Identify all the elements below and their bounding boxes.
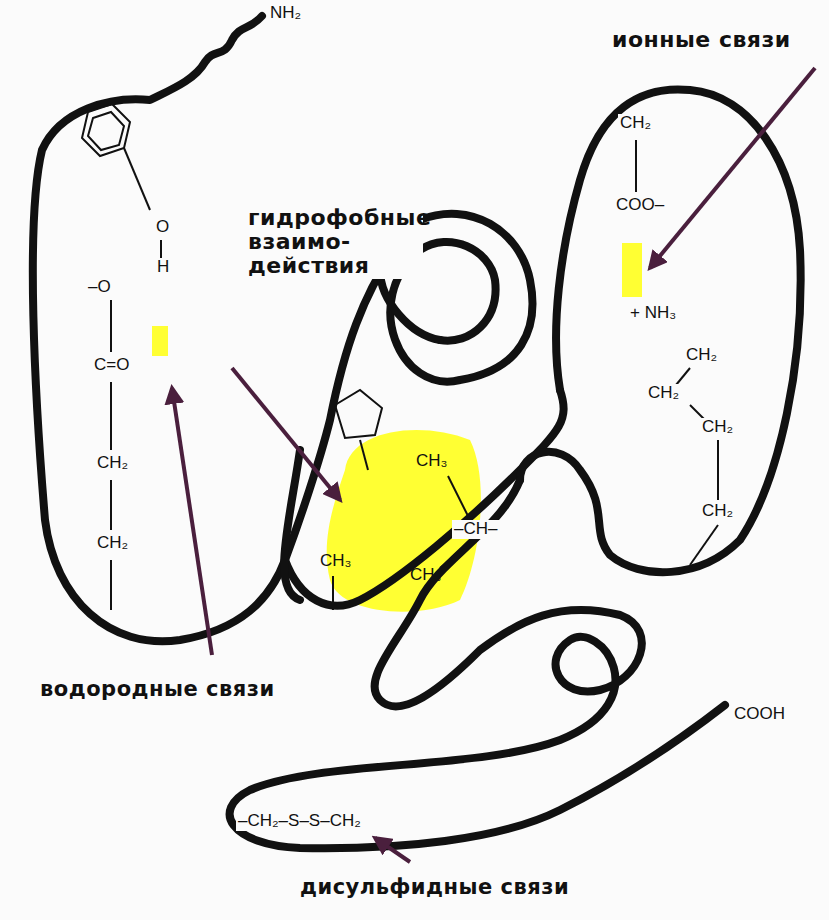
formula-label: CH₃ [414,452,449,471]
chemical-bonds [111,140,718,610]
formula-label: + NH₃ [628,304,678,323]
formula-label: CH₃ [318,552,353,571]
imidazole-ring [335,390,382,470]
formula-label: –CH₂–S–S–CH₂ [236,812,363,831]
terminus-label: NH₂ [268,4,303,23]
formula-label: CH₂ [700,418,735,437]
formula-label: CH₂ [646,384,681,403]
formula-label: O [154,218,171,237]
ionic-highlight [622,243,642,297]
leader-arrows [172,68,815,862]
terminus-label: COOH [732,705,787,724]
formula-label: CH₂ [618,114,653,133]
formula-label: CH₂ [684,346,719,365]
callout-label: ионные связи [612,28,791,52]
formula-label: –CH– [452,520,499,539]
callout-label: дисульфидные связи [300,876,569,899]
formula-label: CH₂ [700,502,735,521]
formula-label: CH₂ [95,534,130,553]
polypeptide-chain [33,16,801,848]
formula-label: C=O [92,356,131,375]
formula-label: –O [86,278,113,297]
callout-label: гидрофобные взаимо- действия [248,206,423,279]
benzene-ring [82,104,150,210]
formula-label: CH₃ [408,566,443,585]
formula-label: COO– [614,196,666,215]
formula-label: H [155,258,171,277]
formula-label: CH₂ [95,454,130,473]
hbond-highlight [152,326,168,356]
callout-label: водородные связи [40,678,275,701]
